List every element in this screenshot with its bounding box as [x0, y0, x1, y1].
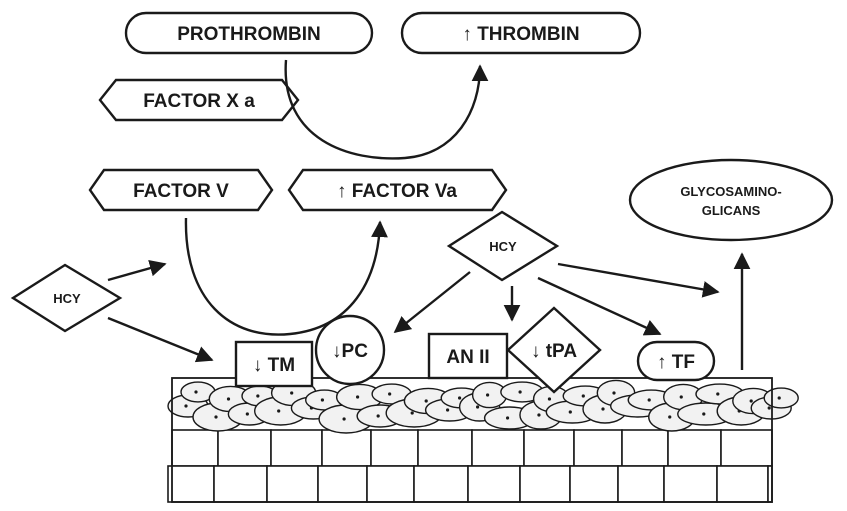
factor-va-label: ↑ FACTOR Va	[337, 181, 457, 202]
tpa-label: ↓ tPA	[531, 341, 577, 362]
cell-nucleus	[321, 398, 324, 401]
endothelial-cell	[168, 466, 214, 502]
endothelial-cell	[267, 466, 318, 502]
endothelial-cell	[618, 466, 664, 502]
hcy-center-label: HCY	[489, 239, 517, 254]
cell-nucleus	[458, 396, 461, 399]
glycosaminoglicans-node: GLYCOSAMINO- GLICANS	[630, 160, 832, 240]
tf-label: ↑ TF	[657, 352, 695, 373]
hcy-left-node: HCY	[13, 265, 120, 331]
prothrombin-node: PROTHROMBIN	[126, 13, 372, 53]
factor-v-node: FACTOR V	[90, 170, 272, 210]
endothelial-cell	[414, 466, 468, 502]
factor-va-node: ↑ FACTOR Va	[289, 170, 506, 210]
endothelial-cell	[524, 430, 574, 466]
endothelial-cell	[574, 430, 622, 466]
cell-nucleus	[601, 407, 604, 410]
cell-nucleus	[648, 398, 651, 401]
hcy-left-to-tm-arrow	[108, 318, 212, 360]
endothelial-cell	[371, 430, 418, 466]
cell-nucleus	[750, 399, 753, 402]
endothelial-cell	[764, 388, 798, 408]
hcy-center-node: HCY	[449, 212, 557, 280]
glycosaminoglicans-label-line2: GLICANS	[702, 203, 761, 218]
cell-nucleus	[194, 390, 197, 393]
cell-nucleus	[290, 391, 293, 394]
endothelial-cell	[322, 430, 371, 466]
endothelial-cell	[214, 466, 267, 502]
endothelial-cell	[717, 466, 768, 502]
cell-nucleus	[227, 397, 230, 400]
cell-nucleus	[506, 416, 509, 419]
factor-v-label: FACTOR V	[133, 181, 229, 202]
endothelial-cell	[172, 430, 218, 466]
endothelial-cell	[418, 430, 472, 466]
cell-nucleus	[425, 399, 428, 402]
cell-nucleus	[612, 391, 615, 394]
endothelial-cell	[622, 430, 668, 466]
tpa-node: ↓ tPA	[508, 308, 600, 392]
cell-nucleus	[582, 394, 585, 397]
cell-nucleus	[716, 392, 719, 395]
cell-nucleus	[768, 406, 771, 409]
cell-nucleus	[184, 404, 187, 407]
prothrombin-to-thrombin-arrow	[286, 60, 480, 158]
endothelial-cell-layer	[168, 378, 798, 502]
cell-nucleus	[377, 414, 380, 417]
cell-nucleus	[702, 412, 705, 415]
endothelial-cell	[668, 430, 721, 466]
tm-label: ↓ TM	[253, 355, 295, 376]
cell-nucleus	[388, 392, 391, 395]
endothelial-cell	[367, 466, 414, 502]
endothelial-cell	[318, 466, 367, 502]
cell-nucleus	[486, 393, 489, 396]
cell-nucleus	[778, 396, 781, 399]
endothelial-cell	[570, 466, 618, 502]
hcy-left-label: HCY	[53, 291, 81, 306]
cell-nucleus	[411, 411, 414, 414]
glycosaminoglicans-label-line1: GLYCOSAMINO-	[680, 184, 781, 199]
pc-node: ↓PC	[316, 316, 384, 384]
endothelial-cell	[468, 466, 520, 502]
an-ii-node: AN II	[429, 334, 507, 378]
thrombin-node: ↑ THROMBIN	[402, 13, 640, 53]
endothelial-cell	[664, 466, 717, 502]
endothelial-cell	[472, 430, 524, 466]
endothelial-cell	[271, 430, 322, 466]
cell-nucleus	[256, 394, 259, 397]
endothelial-cell	[218, 430, 271, 466]
cell-nucleus	[356, 395, 359, 398]
an-ii-label: AN II	[446, 347, 489, 368]
cell-nucleus	[246, 412, 249, 415]
prothrombin-label: PROTHROMBIN	[177, 24, 321, 45]
cell-nucleus	[519, 390, 522, 393]
endothelial-cell	[721, 430, 772, 466]
tm-node: ↓ TM	[236, 342, 312, 386]
hcy-left-to-curve-arrow	[108, 264, 165, 280]
factor-xa-node: FACTOR X a	[100, 80, 298, 120]
hcy-center-to-pc-arrow	[395, 272, 470, 332]
cell-nucleus	[476, 405, 479, 408]
cell-nucleus	[214, 415, 217, 418]
cell-nucleus	[277, 409, 280, 412]
endothelial-cell	[520, 466, 570, 502]
thrombin-label: ↑ THROMBIN	[462, 24, 579, 45]
tf-node: ↑ TF	[638, 342, 714, 380]
cell-nucleus	[548, 397, 551, 400]
cell-nucleus	[569, 410, 572, 413]
hcy-center-to-glycosaminoglicans-arrow	[558, 264, 718, 292]
pc-label: ↓PC	[332, 341, 368, 362]
cell-nucleus	[446, 408, 449, 411]
cell-nucleus	[343, 417, 346, 420]
cell-nucleus	[680, 395, 683, 398]
cell-nucleus	[668, 415, 671, 418]
cell-nucleus	[537, 413, 540, 416]
factor-xa-label: FACTOR X a	[143, 91, 255, 112]
